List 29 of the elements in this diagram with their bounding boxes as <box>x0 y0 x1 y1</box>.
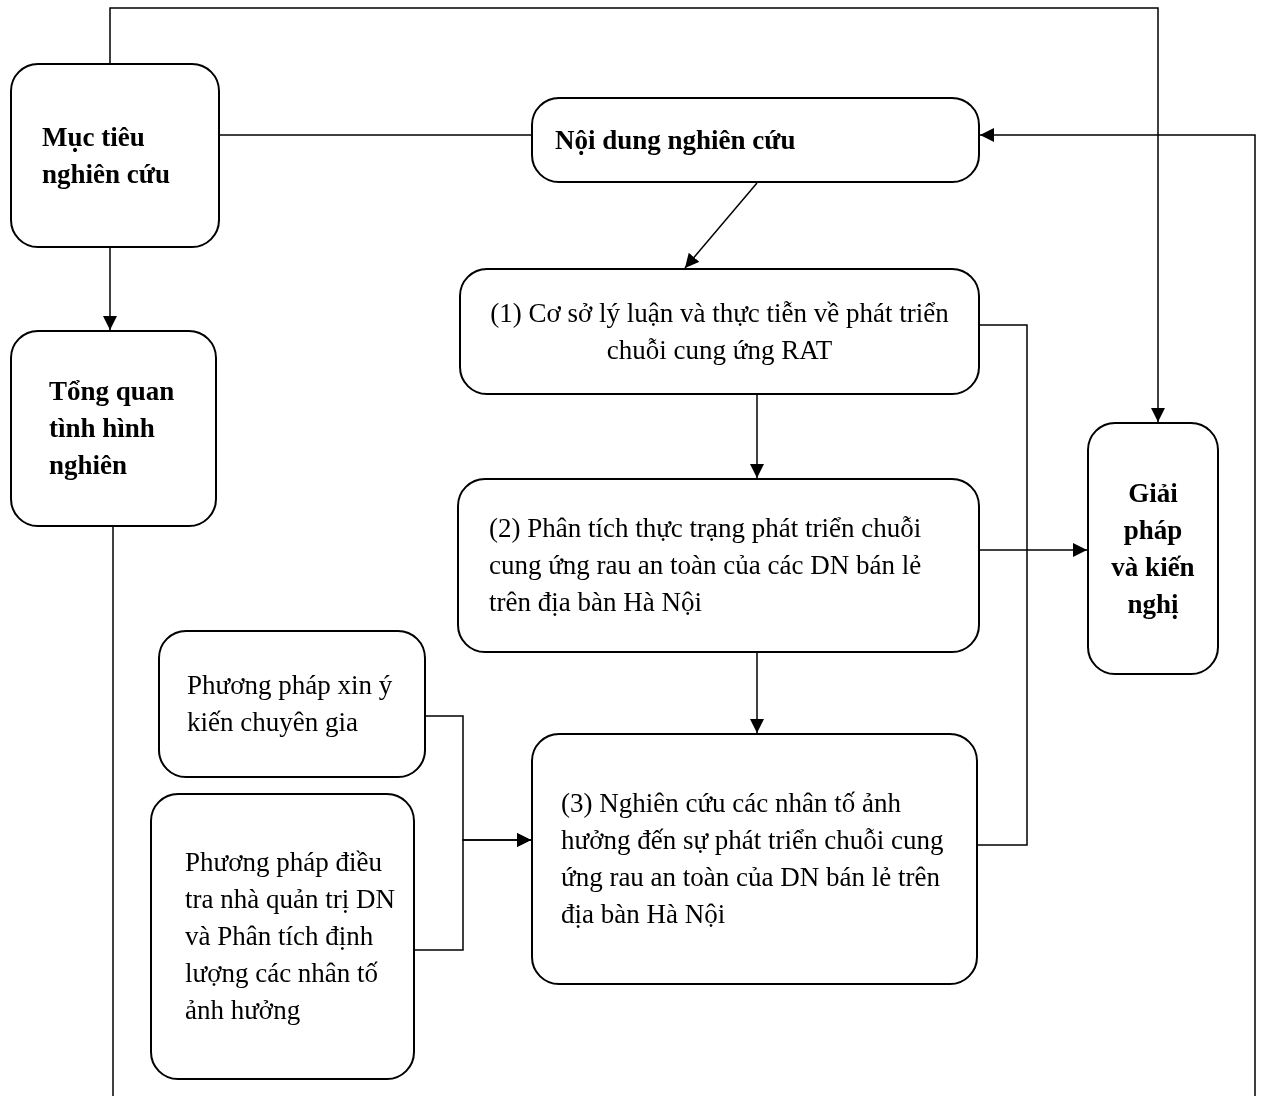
box-text: Phương pháp điều tra nhà quản trị DN và Phân tích định lượng các nhân tố ảnh hưởng <box>185 846 396 1027</box>
arrow <box>979 543 1088 557</box>
arrow <box>750 652 764 734</box>
connector-line <box>977 324 1028 846</box>
box-text: (3) Nghiên cứu các nhân tố ảnh hưởng đến sự phát triển chuỗi cung ứng rau an toàn của DN bán lẻ trên địa bàn Hà Nội <box>561 787 945 931</box>
box-text: Tổng quan tình hình nghiên <box>49 375 176 482</box>
process-box <box>531 733 978 985</box>
box-text: Nội dung nghiên cứu <box>555 123 797 157</box>
process-box <box>531 97 980 183</box>
connector-line <box>219 134 532 136</box>
box-text: Phương pháp xin ý kiến chuyên gia <box>187 669 394 739</box>
process-box <box>10 330 217 527</box>
arrow <box>103 247 117 331</box>
arrow <box>684 182 758 269</box>
process-box <box>459 268 980 395</box>
box-text: (2) Phân tích thực trạng phát triển chuỗi cung ứng rau an toàn của các DN bán lẻ trên địa bàn Hà Nội <box>489 512 923 619</box>
process-box <box>150 793 415 1080</box>
box-text: (1) Cơ sở lý luận và thực tiễn về phát triển chuỗi cung ứng RAT <box>489 296 950 367</box>
box-text: Mục tiêu nghiên cứu <box>42 120 171 191</box>
arrow <box>979 128 1256 1096</box>
process-box <box>457 478 980 653</box>
connector-line <box>112 526 114 1096</box>
arrow <box>109 7 1165 423</box>
arrow <box>750 394 764 479</box>
process-box <box>10 63 220 248</box>
box-text: Giải pháp và kiến nghị <box>1111 476 1195 621</box>
process-box <box>1087 422 1219 675</box>
process-box <box>158 630 426 778</box>
arrow <box>414 833 532 951</box>
